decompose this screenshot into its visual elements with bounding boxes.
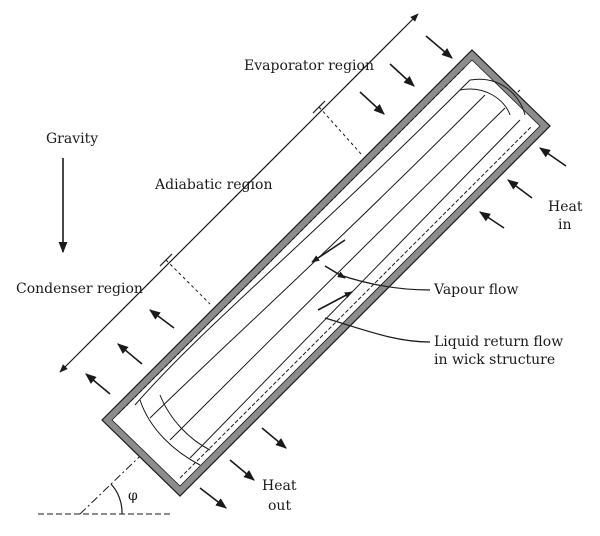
flow-streamlines	[134, 78, 526, 466]
heat-pipe	[101, 49, 551, 497]
heat-in-label-line2: in	[558, 217, 572, 233]
liquid-return-label-line1: Liquid return flow	[434, 334, 563, 350]
lower-wick	[179, 125, 533, 479]
heat-out-label-line1: Heat	[262, 478, 297, 494]
liquid-return-label-line2: in wick structure	[434, 352, 555, 368]
condenser-region-label: Condenser region	[16, 281, 143, 297]
heat-out-label-line2: out	[268, 498, 291, 514]
region-dimension-line	[59, 13, 419, 373]
heat-in-arrows	[359, 35, 567, 229]
evaporator-region-label: Evaporator region	[244, 58, 374, 74]
adiabatic-region-label: Adiabatic region	[154, 177, 272, 193]
vapour-flow-label: Vapour flow	[433, 282, 518, 298]
upper-wick	[117, 65, 467, 415]
heat-in-label-line1: Heat	[548, 199, 583, 215]
gravity-label: Gravity	[46, 131, 98, 147]
angle-label: φ	[128, 488, 138, 504]
heat-out-arrows	[85, 309, 287, 509]
leader-lines	[324, 274, 431, 343]
